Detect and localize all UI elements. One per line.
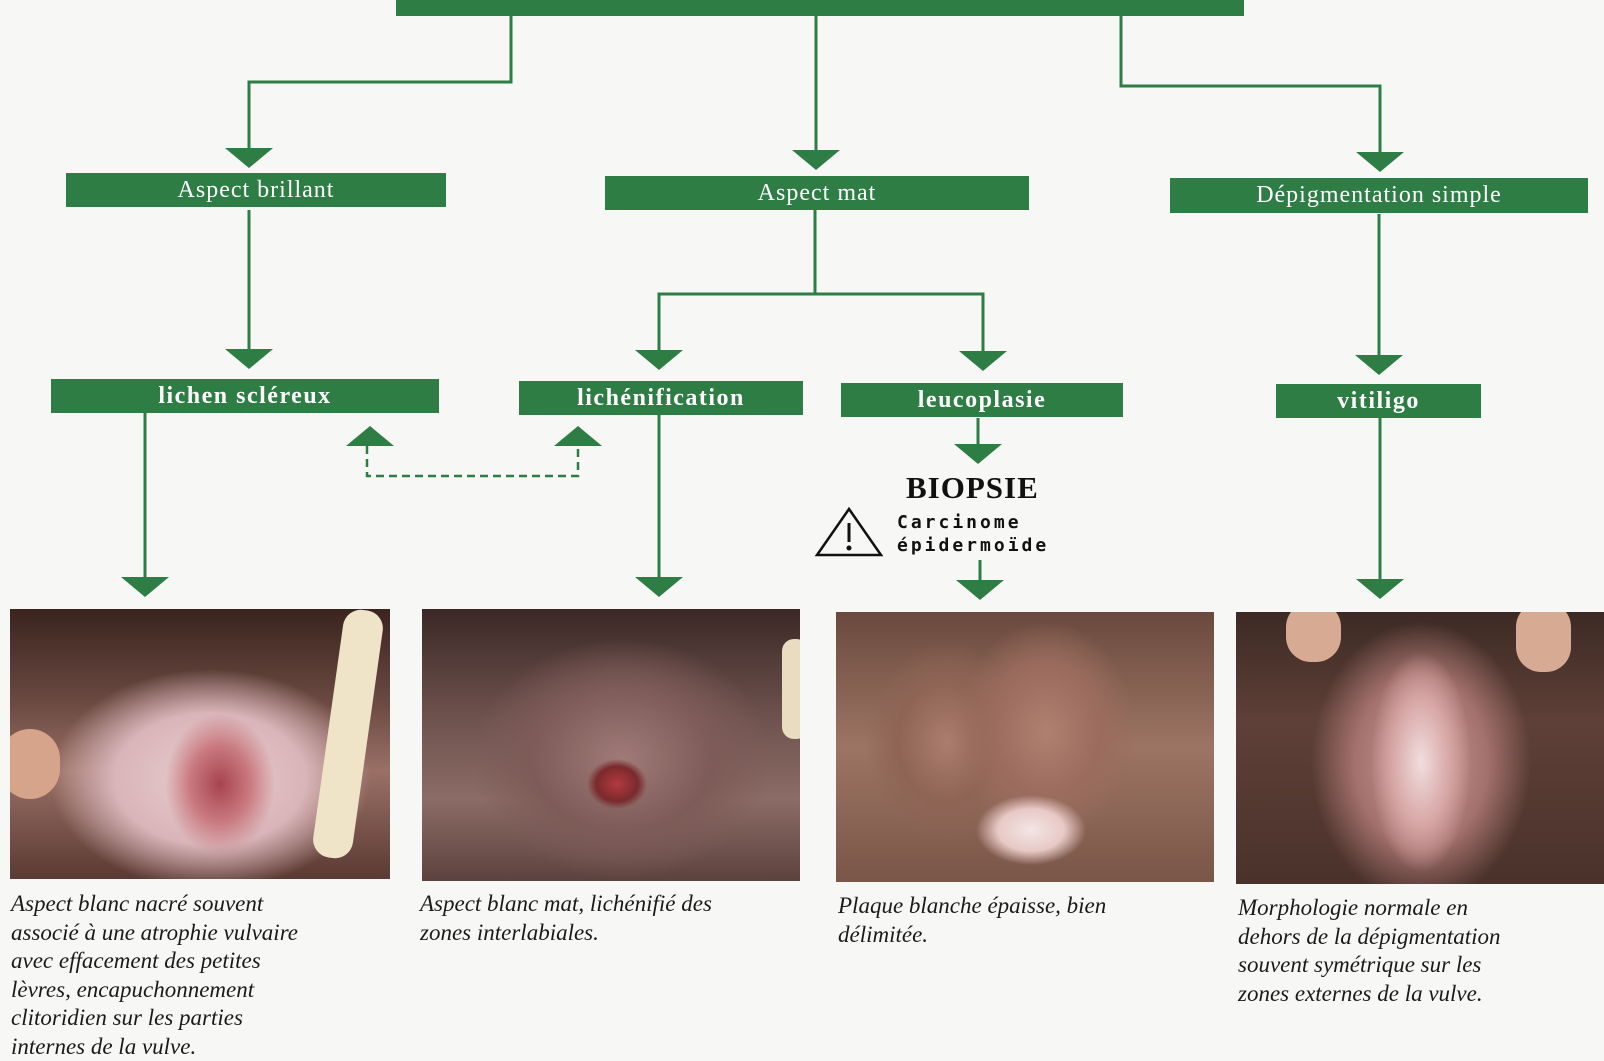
caption-line: avec effacement des petites bbox=[11, 947, 391, 976]
caption-line: clitoridien sur les parties bbox=[11, 1004, 391, 1033]
arrowhead bbox=[1356, 152, 1404, 172]
arrowhead bbox=[225, 349, 273, 369]
arrowhead bbox=[1355, 355, 1403, 375]
biopsy-result-line2: épidermoïde bbox=[897, 534, 1049, 557]
arrowhead-up bbox=[554, 426, 602, 446]
box-aspect-mat: Aspect mat bbox=[605, 176, 1029, 210]
arrowhead-up bbox=[346, 426, 394, 446]
caption-line: dehors de la dépigmentation bbox=[1238, 923, 1604, 952]
caption-line: internes de la vulve. bbox=[11, 1033, 391, 1061]
box-aspect-brillant: Aspect brillant bbox=[66, 173, 446, 207]
caption-vitiligo: Morphologie normale en dehors de la dépi… bbox=[1238, 894, 1604, 1008]
spatula bbox=[782, 639, 800, 739]
dashed-link bbox=[367, 446, 578, 476]
caption-lichenification: Aspect blanc mat, lichénifié des zones i… bbox=[420, 890, 810, 947]
photo-leucoplasie bbox=[836, 612, 1214, 882]
arrowhead bbox=[635, 577, 683, 597]
box-vitiligo: vitiligo bbox=[1276, 384, 1481, 418]
photo-vitiligo bbox=[1236, 612, 1604, 884]
finger bbox=[1286, 612, 1341, 662]
arrowhead bbox=[956, 580, 1004, 600]
photo-lichenification bbox=[422, 609, 800, 881]
warning-icon bbox=[814, 506, 884, 558]
caption-line: Aspect blanc mat, lichénifié des bbox=[420, 890, 810, 919]
caption-line: lèvres, encapuchonnement bbox=[11, 976, 391, 1005]
biopsy-result-line1: Carcinome bbox=[897, 511, 1049, 534]
biopsy-title: BIOPSIE bbox=[906, 470, 1039, 506]
arrowhead bbox=[635, 350, 683, 370]
arrowhead bbox=[121, 577, 169, 597]
finger bbox=[1516, 612, 1571, 672]
caption-line: souvent symétrique sur les bbox=[1238, 951, 1604, 980]
caption-line: Morphologie normale en bbox=[1238, 894, 1604, 923]
spatula bbox=[311, 609, 385, 861]
caption-line: Aspect blanc nacré souvent bbox=[11, 890, 391, 919]
arrowhead bbox=[225, 148, 273, 168]
arrowhead bbox=[954, 444, 1002, 464]
caption-line: zones interlabiales. bbox=[420, 919, 810, 948]
box-leucoplasie: leucoplasie bbox=[841, 383, 1123, 417]
caption-lichen-sclereux: Aspect blanc nacré souvent associé à une… bbox=[11, 890, 391, 1061]
arrowhead bbox=[1356, 579, 1404, 599]
caption-line: zones externes de la vulve. bbox=[1238, 980, 1604, 1009]
arrowhead bbox=[959, 351, 1007, 371]
caption-line: associé à une atrophie vulvaire bbox=[11, 919, 391, 948]
box-depigmentation: Dépigmentation simple bbox=[1170, 178, 1588, 213]
biopsy-result: Carcinome épidermoïde bbox=[897, 511, 1049, 557]
caption-line: délimitée. bbox=[838, 921, 1218, 950]
arrowhead bbox=[792, 150, 840, 170]
box-lichen-sclereux: lichen scléreux bbox=[51, 379, 439, 413]
finger bbox=[10, 729, 60, 799]
caption-leucoplasie: Plaque blanche épaisse, bien délimitée. bbox=[838, 892, 1218, 949]
caption-line: Plaque blanche épaisse, bien bbox=[838, 892, 1218, 921]
photo-lichen-sclereux bbox=[10, 609, 390, 879]
box-lichenification: lichénification bbox=[519, 381, 803, 415]
